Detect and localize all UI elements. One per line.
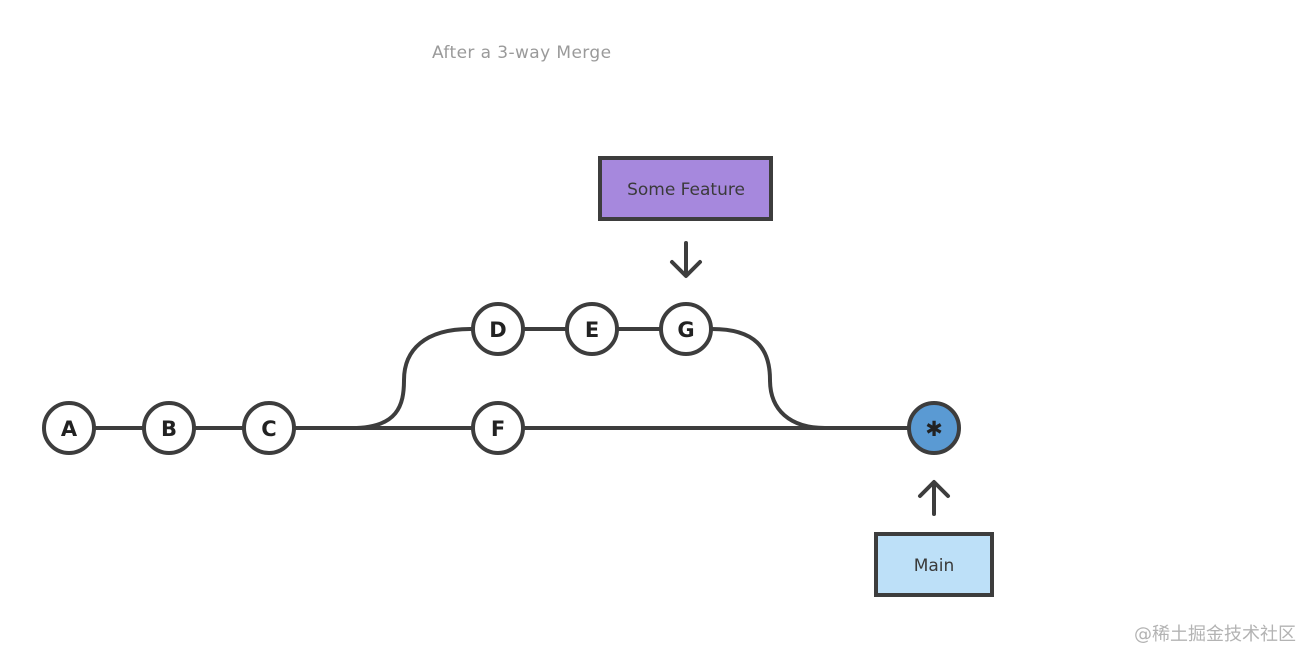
feature-branch-box [598, 156, 773, 221]
watermark: @稀土掘金技术社区 [1134, 624, 1296, 645]
arrow-down-icon [670, 241, 702, 278]
commit-f-label: F [491, 417, 505, 441]
main-branch-label: Main [914, 556, 955, 576]
commit-d[interactable]: D [471, 302, 525, 356]
commit-a-label: A [61, 417, 78, 441]
feature-branch-pointer[interactable]: Some Feature [598, 156, 773, 221]
commit-c-label: C [261, 417, 276, 441]
commit-g[interactable]: G [659, 302, 713, 356]
commit-d-label: D [489, 318, 506, 342]
commit-b[interactable]: B [142, 401, 196, 455]
diagram-title: After a 3-way Merge [432, 43, 612, 63]
commit-e[interactable]: E [565, 302, 619, 356]
main-branch-pointer[interactable]: Main [874, 532, 994, 597]
merge-commit[interactable]: ✱ [907, 401, 961, 455]
feature-branch-path [296, 327, 826, 430]
arrow-up-icon [918, 480, 950, 516]
commit-c[interactable]: C [242, 401, 296, 455]
commit-f[interactable]: F [471, 401, 525, 455]
commit-a[interactable]: A [42, 401, 96, 455]
main-branch-box [874, 532, 994, 597]
commit-g-label: G [677, 318, 694, 342]
merge-commit-label: ✱ [925, 417, 943, 441]
commit-e-label: E [585, 318, 599, 342]
commit-b-label: B [161, 417, 177, 441]
feature-branch-label: Some Feature [627, 180, 745, 200]
